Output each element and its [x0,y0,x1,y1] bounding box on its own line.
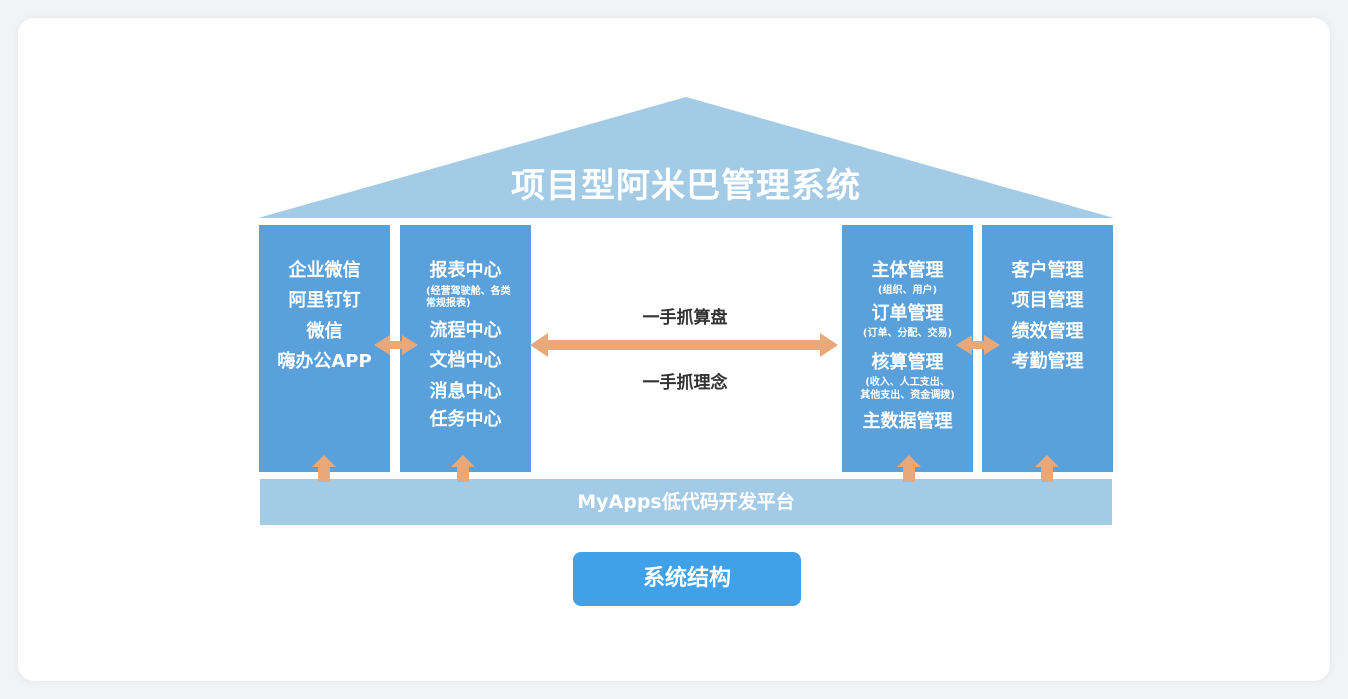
management-item-note: (收入、人工支出、 [865,377,950,388]
column-business: 客户管理 项目管理 绩效管理 考勤管理 [982,225,1113,472]
center-item: 报表中心 [429,260,502,281]
channel-item: 企业微信 [288,260,361,281]
center-item: 文档中心 [429,350,502,371]
center-label-top: 一手抓算盘 [642,308,728,328]
double-arrow-icon [374,335,418,355]
center-label-bottom: 一手抓理念 [642,373,728,393]
management-item-note: (组织、用户) [877,285,938,296]
management-item-note: (订单、分配、交易) [862,328,953,339]
up-arrow-icon [312,455,336,482]
center-item-note: 常规报表) [426,298,471,309]
column-centers: 报表中心 (经营驾驶舱、各类 常规报表) 流程中心 文档中心 消息中心 任务中心 [400,225,531,472]
channel-item: 微信 [306,321,343,342]
double-arrow-icon [956,335,1000,355]
double-arrow-icon [530,333,838,357]
center-item: 消息中心 [429,381,502,402]
up-arrow-icon [1035,455,1059,482]
management-item-note: 其他支出、资金调拨) [860,390,955,401]
system-structure-button[interactable]: 系统结构 [573,552,801,606]
center-item: 流程中心 [429,320,502,341]
business-item: 客户管理 [1011,260,1084,281]
management-item: 订单管理 [871,303,944,324]
channel-item: 阿里钉钉 [288,290,361,311]
management-item: 主数据管理 [862,411,953,432]
platform-bar: MyApps低代码开发平台 [260,479,1112,525]
management-item: 核算管理 [871,352,944,373]
center-item: 任务中心 [429,409,502,430]
business-item: 项目管理 [1011,290,1084,311]
channel-item: 嗨办公APP [277,351,372,372]
system-title: 项目型阿米巴管理系统 [511,166,861,206]
business-item: 绩效管理 [1011,321,1084,342]
up-arrow-icon [451,455,475,482]
up-arrow-icon [897,455,921,482]
column-management: 主体管理 (组织、用户) 订单管理 (订单、分配、交易) 核算管理 (收入、人工… [842,225,973,472]
business-item: 考勤管理 [1011,351,1084,372]
center-item-note: (经营驾驶舱、各类 [426,286,511,297]
management-item: 主体管理 [871,260,944,281]
column-channels: 企业微信 阿里钉钉 微信 嗨办公APP [259,225,390,472]
